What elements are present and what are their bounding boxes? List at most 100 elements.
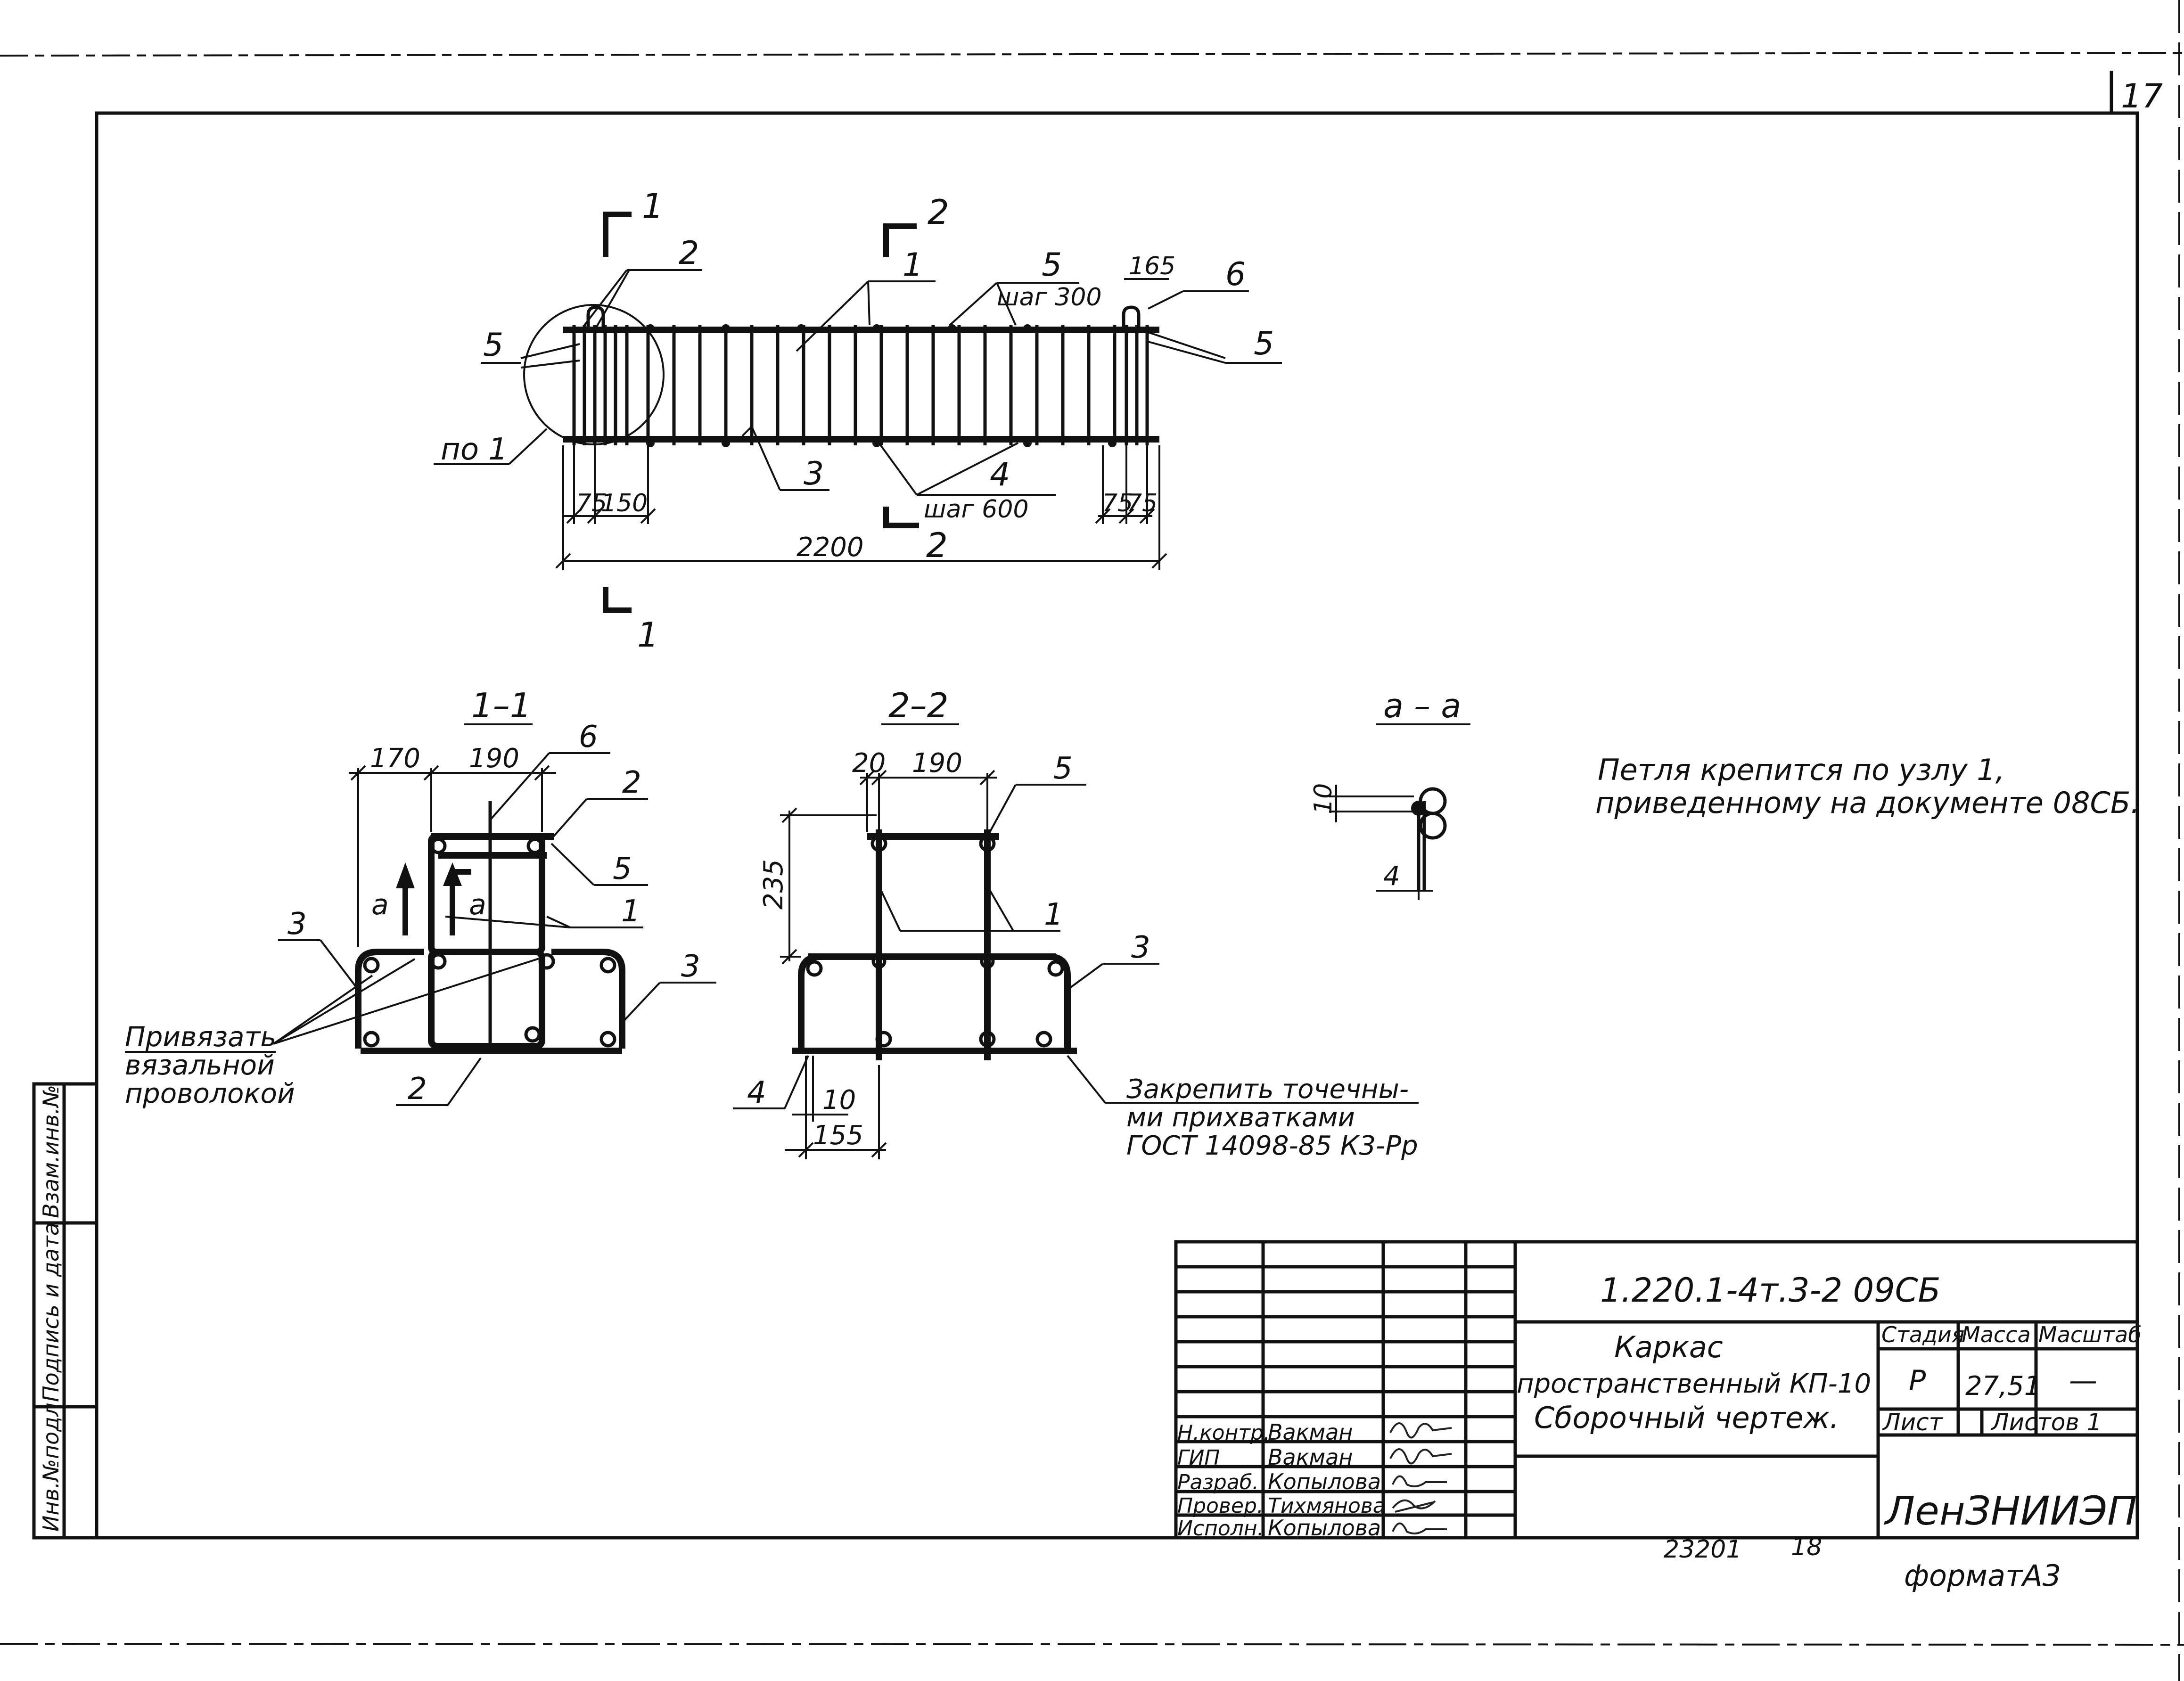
- plan-section-mark-2-bottom: 2: [926, 525, 948, 565]
- header-mass: Масса: [1962, 1322, 2031, 1347]
- title-line-2: пространственный КП-10: [1517, 1369, 1871, 1399]
- signatory-role-2: ГИП: [1177, 1446, 1220, 1470]
- title-line-3: Сборочный чертеж.: [1534, 1401, 1839, 1435]
- plan-dim-total: 2200: [796, 532, 864, 563]
- signatures: [1389, 1422, 1452, 1534]
- page-number-box: 17: [2110, 71, 2163, 115]
- section-2-2-dim-235: 235: [758, 859, 789, 910]
- scale-value: —: [2069, 1364, 2097, 1397]
- section-1-1-callout-2-bottom: 2: [408, 1072, 427, 1107]
- copy-number: 18: [1791, 1533, 1822, 1561]
- page-number: 17: [2121, 77, 2163, 115]
- plan-callout-1: 1: [903, 246, 923, 284]
- plan-node-label: по 1: [441, 432, 508, 467]
- signatory-role-4: Провер.: [1177, 1494, 1264, 1518]
- section-2-2-title: 2–2: [888, 686, 949, 725]
- plan-callout-5-left: 5: [483, 327, 503, 364]
- plan-callout-6: 6: [1225, 256, 1246, 293]
- plan-callout-5-right: 5: [1254, 325, 1274, 362]
- header-scale: Масштаб: [2038, 1322, 2142, 1347]
- section-2-2-callout-3: 3: [1131, 930, 1150, 965]
- side-stamp-inv-number: Инв.№подл.: [38, 1396, 64, 1532]
- section-1-1-callout-6: 6: [579, 720, 598, 754]
- section-1-1-note-line-2: вязальной: [125, 1049, 275, 1081]
- plan-dim-150: 150: [601, 489, 648, 517]
- plan-section-mark-2-top: 2: [928, 192, 949, 232]
- section-1-1-callout-3-right: 3: [681, 949, 700, 984]
- section-2-2-dim-155: 155: [813, 1120, 863, 1151]
- plan-dim-75c: 75: [1126, 489, 1158, 517]
- mass-value: 27,51: [1965, 1371, 2041, 1402]
- plan-dim-165: 165: [1129, 252, 1175, 280]
- side-stamp-replacement-inv: Взам.инв.№: [38, 1085, 64, 1218]
- document-code: 1.220.1-4т.3-2 09СБ: [1600, 1271, 1941, 1310]
- section-1-1-view-mark-right: а: [469, 888, 486, 921]
- signatory-name-4: Тихмянова: [1268, 1494, 1386, 1518]
- section-1-1-title: 1–1: [471, 686, 532, 725]
- plan-view: 1 1 2 2: [434, 186, 1282, 655]
- section-1-1-dim-170: 170: [370, 743, 420, 774]
- sheets-label: Листов 1: [1990, 1409, 2102, 1436]
- plan-callout-2: 2: [679, 235, 699, 272]
- section-1-1-view-mark-left: а: [371, 888, 389, 921]
- section-1-1-bar-circles: [363, 837, 616, 1048]
- plan-callout-3: 3: [804, 455, 824, 492]
- section-2-2-callout-1: 1: [1044, 897, 1063, 932]
- section-1-1-note-line-3: проволокой: [125, 1077, 295, 1109]
- plan-pitch-bottom: шаг 600: [924, 495, 1029, 524]
- section-1-1-callout-3-left: 3: [287, 907, 307, 942]
- section-1-1-dim-190: 190: [469, 743, 519, 774]
- header-stage: Стадия: [1881, 1322, 1964, 1347]
- signatory-name-3: Копылова: [1268, 1469, 1381, 1494]
- plan-section-mark-1-top: 1: [642, 186, 664, 226]
- signatory-role-1: Н.контр.: [1177, 1421, 1270, 1445]
- section-1-1-callout-5: 5: [613, 852, 632, 886]
- signatory-role-5: Исполн.: [1177, 1517, 1264, 1541]
- plan-pitch-top: шаг 300: [997, 283, 1102, 312]
- title-line-1: Каркас: [1614, 1330, 1723, 1364]
- section-a-a-dim-4: 4: [1383, 861, 1400, 892]
- general-note-line-2: приведенному на документе 08СБ.: [1595, 786, 2140, 820]
- section-a-a: а – а 10 4: [1309, 687, 1470, 900]
- plan-dim-75: 75: [576, 489, 607, 517]
- plan-section-mark-1-bottom: 1: [637, 615, 659, 655]
- stage-value: Р: [1909, 1364, 1926, 1397]
- section-1-1-callout-2: 2: [622, 765, 641, 800]
- plan-callout-4: 4: [990, 456, 1010, 493]
- section-2-2-callout-5: 5: [1053, 751, 1073, 786]
- plan-weld-dots: [646, 324, 1117, 447]
- section-2-2-note-line-1: Закрепить точечны-: [1126, 1074, 1409, 1105]
- organization: ЛенЗНИИЭП: [1884, 1488, 2137, 1534]
- sheet-format: форматА3: [1904, 1558, 2061, 1593]
- signatory-name-5: Копылова: [1268, 1515, 1381, 1541]
- signatory-name-2: Вакман: [1268, 1444, 1353, 1470]
- plan-dim-75b: 75: [1102, 489, 1133, 517]
- section-a-a-dim-10: 10: [1309, 783, 1338, 814]
- signatory-name-1: Вакман: [1268, 1419, 1353, 1445]
- plan-transverse-bars: [572, 325, 1149, 445]
- section-2-2-note-line-2: ми прихватками: [1126, 1102, 1355, 1133]
- section-1-1-callout-1: 1: [621, 894, 640, 929]
- side-stamp: Инв.№подл. Подпись и дата Взам.инв.№: [32, 1082, 99, 1540]
- section-2-2-note-line-3: ГОСТ 14098-85 К3-Рр: [1126, 1131, 1418, 1161]
- drawing-frame: [95, 111, 2139, 1540]
- archive-number: 23201: [1664, 1535, 1741, 1564]
- section-a-a-title: а – а: [1383, 687, 1461, 725]
- side-stamp-signature-date: Подпись и дата: [38, 1222, 64, 1402]
- section-2-2-dim-10: 10: [822, 1085, 856, 1115]
- title-block: 1.220.1-4т.3-2 09СБ Каркас пространствен…: [1174, 1240, 2142, 1541]
- plan-dimension-lines: [555, 445, 1167, 570]
- section-1-1-note-line-1: Привязать: [125, 1021, 277, 1053]
- section-2-2: 2–2: [733, 686, 1419, 1161]
- section-2-2-callout-4: 4: [747, 1075, 766, 1110]
- section-2-2-dim-190: 190: [912, 748, 962, 779]
- sheet-label: Лист: [1882, 1409, 1944, 1436]
- plan-leaders: [434, 269, 1282, 496]
- section-2-2-dim-20: 20: [852, 748, 886, 779]
- signatory-role-3: Разраб.: [1177, 1470, 1259, 1494]
- section-2-2-bar-circles: [806, 835, 1064, 1048]
- section-1-1: 1–1: [125, 686, 716, 1109]
- general-note-line-1: Петля крепится по узлу 1,: [1598, 753, 2005, 787]
